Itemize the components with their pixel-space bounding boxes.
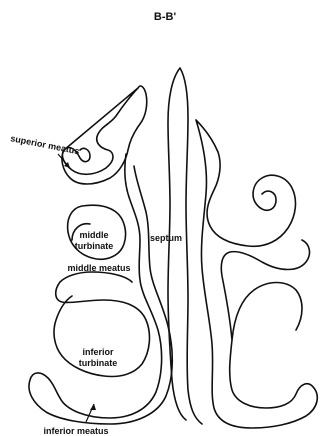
label-middle-turbinate-line1: middle [79, 230, 108, 240]
label-septum: septum [150, 233, 182, 243]
label-middle-meatus: middle meatus [67, 263, 130, 273]
figure-title: B-B' [154, 11, 177, 23]
right-lateral-wall-outline [196, 120, 317, 428]
label-superior-meatus: superior meatus [10, 133, 81, 156]
label-inferior-meatus: inferior meatus [43, 426, 108, 436]
left-turbinate-body-outline [29, 154, 172, 424]
label-middle-turbinate-line2: turbinate [75, 241, 114, 251]
label-inferior-turbinate-line2: turbinate [79, 358, 118, 368]
label-inferior-turbinate-line1: inferior [82, 347, 114, 357]
